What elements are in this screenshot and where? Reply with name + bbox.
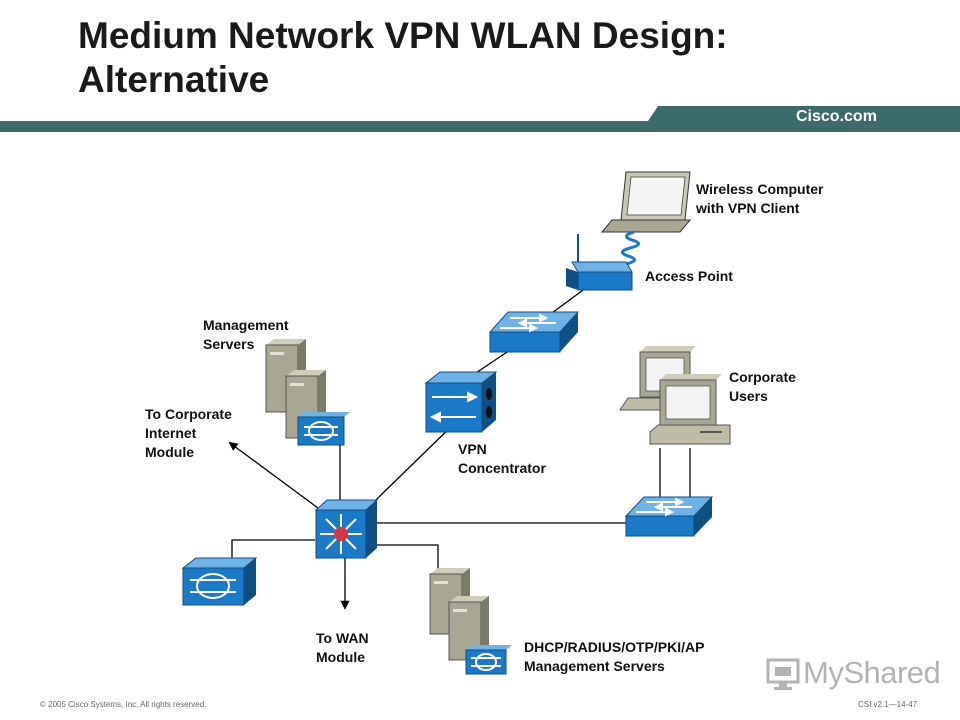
multilayer-switch-icon <box>314 499 379 559</box>
label-management-servers: Management Servers <box>203 317 289 352</box>
switch-icon <box>624 496 714 537</box>
label-vpn-concentrator: VPN Concentrator <box>458 441 546 476</box>
footer-copyright: © 2005 Cisco Systems, Inc. All rights re… <box>40 700 207 709</box>
label-access-point: Access Point <box>645 268 733 284</box>
router-icon <box>297 412 350 446</box>
title-line-1: Medium Network VPN WLAN Design: <box>78 15 728 56</box>
watermark-text: MyShared <box>803 655 941 690</box>
label-corporate-users: Corporate Users <box>729 369 796 404</box>
workstation-icon <box>619 346 731 445</box>
header-band <box>0 106 960 132</box>
label-wireless-computer: Wireless Computer with VPN Client <box>696 181 824 216</box>
monitor-icon <box>766 658 800 690</box>
switch-icon <box>488 311 580 353</box>
label-dhcp-servers: DHCP/RADIUS/OTP/PKI/AP Management Server… <box>524 639 705 674</box>
link-core-router <box>231 539 315 565</box>
router-icon <box>181 557 258 606</box>
label-to-wan: To WAN Module <box>316 630 369 665</box>
vpn-concentrator-icon <box>424 371 498 433</box>
router-icon <box>465 645 512 675</box>
server-icon <box>429 568 489 661</box>
slide-title: Medium Network VPN WLAN Design: Alternat… <box>78 14 728 102</box>
footer-slide-id: CSI v2.1—14-47 <box>858 700 918 709</box>
access-point-icon <box>566 234 633 291</box>
link-core-dhcp <box>373 544 439 570</box>
title-line-2: Alternative <box>78 59 270 100</box>
label-to-corporate-internet: To Corporate Internet Module <box>145 406 232 460</box>
brand-text: Cisco.com <box>796 108 877 125</box>
arrow-to-internet <box>228 441 319 509</box>
laptop-icon <box>600 171 692 233</box>
